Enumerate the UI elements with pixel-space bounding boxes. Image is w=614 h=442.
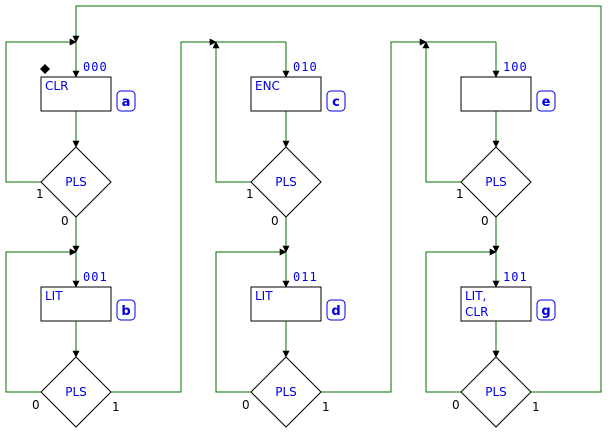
decision-d-false-label: 0 bbox=[242, 398, 250, 412]
decision-e-diamond bbox=[460, 146, 532, 218]
state-g-code: 101 bbox=[503, 270, 528, 284]
decision-c-diamond bbox=[250, 146, 322, 218]
decision-e-false-label: 0 bbox=[481, 214, 489, 228]
state-g-output-1: LIT, bbox=[465, 289, 486, 303]
state-c-label: c bbox=[332, 95, 340, 110]
decision-d: PLS 0 1 bbox=[242, 356, 330, 428]
state-b: LIT 001 b bbox=[40, 270, 136, 322]
flow-decision-d-to-e bbox=[321, 38, 427, 393]
state-a-label: a bbox=[122, 95, 131, 110]
decision-a: PLS 1 0 bbox=[36, 146, 112, 228]
state-c: ENC 010 c bbox=[250, 60, 346, 112]
state-b-label-box bbox=[116, 299, 136, 321]
state-box-d bbox=[250, 286, 322, 322]
flow-decision-e-loop bbox=[422, 41, 461, 183]
state-c-output: ENC bbox=[255, 79, 280, 93]
state-b-output: LIT bbox=[45, 289, 63, 303]
decision-b-diamond bbox=[40, 356, 112, 428]
state-a-code: 000 bbox=[83, 60, 108, 74]
decision-g-true-label: 1 bbox=[532, 400, 540, 414]
decision-c-true-label: 1 bbox=[246, 187, 254, 201]
decision-b-condition: PLS bbox=[65, 385, 87, 399]
decision-e: PLS 1 0 bbox=[456, 146, 532, 228]
flow-decision-c-loop bbox=[212, 41, 251, 183]
state-e-code: 100 bbox=[503, 60, 528, 74]
initial-state-marker-icon bbox=[40, 64, 50, 74]
flow-decision-g-loop bbox=[425, 248, 497, 393]
decision-b: PLS 0 1 bbox=[32, 356, 120, 428]
state-d-label-box bbox=[326, 299, 346, 321]
decision-e-true-label: 1 bbox=[456, 187, 464, 201]
state-e-label-box bbox=[536, 90, 556, 112]
state-e: 100 e bbox=[460, 60, 556, 112]
state-a-output: CLR bbox=[45, 79, 68, 93]
decision-g-condition: PLS bbox=[485, 385, 507, 399]
state-box-g bbox=[460, 286, 532, 322]
state-g-output-2: CLR bbox=[465, 305, 488, 319]
state-box-c bbox=[250, 76, 322, 112]
decision-b-false-label: 0 bbox=[32, 398, 40, 412]
state-g-label: g bbox=[541, 304, 550, 319]
flow-decision-b-loop bbox=[5, 248, 77, 393]
decision-g-diamond bbox=[460, 356, 532, 428]
decision-c-condition: PLS bbox=[275, 175, 297, 189]
state-d-output: LIT bbox=[255, 289, 273, 303]
decision-g-false-label: 0 bbox=[452, 398, 460, 412]
state-c-label-box bbox=[326, 90, 346, 112]
state-box-e bbox=[460, 76, 532, 112]
state-b-label: b bbox=[121, 304, 130, 319]
flow-lines bbox=[5, 5, 602, 393]
decision-d-true-label: 1 bbox=[322, 400, 330, 414]
decision-a-false-label: 0 bbox=[61, 214, 69, 228]
decision-g: PLS 0 1 bbox=[452, 356, 540, 428]
decision-c-false-label: 0 bbox=[271, 214, 279, 228]
state-box-a bbox=[40, 76, 112, 112]
decision-d-condition: PLS bbox=[275, 385, 297, 399]
state-a-label-box bbox=[116, 90, 136, 112]
state-c-code: 010 bbox=[293, 60, 318, 74]
state-d: LIT 011 d bbox=[250, 270, 346, 322]
decision-d-diamond bbox=[250, 356, 322, 428]
state-a: CLR 000 a bbox=[40, 60, 136, 112]
decision-b-true-label: 1 bbox=[112, 400, 120, 414]
state-b-code: 001 bbox=[83, 270, 108, 284]
state-box-b bbox=[40, 286, 112, 322]
decision-a-condition: PLS bbox=[65, 175, 87, 189]
decision-c: PLS 1 0 bbox=[246, 146, 322, 228]
flow-decision-a-loop bbox=[5, 38, 77, 183]
flow-decision-d-loop bbox=[215, 248, 287, 393]
state-d-label: d bbox=[331, 304, 340, 319]
decision-a-diamond bbox=[40, 146, 112, 218]
decision-e-condition: PLS bbox=[485, 175, 507, 189]
decision-a-true-label: 1 bbox=[36, 187, 44, 201]
flow-decision-b-to-c bbox=[111, 38, 217, 393]
state-g: LIT, CLR 101 g bbox=[460, 270, 556, 322]
state-g-label-box bbox=[536, 299, 556, 321]
state-d-code: 011 bbox=[293, 270, 318, 284]
state-e-label: e bbox=[542, 95, 551, 110]
flow-decision-g-return bbox=[72, 5, 602, 393]
